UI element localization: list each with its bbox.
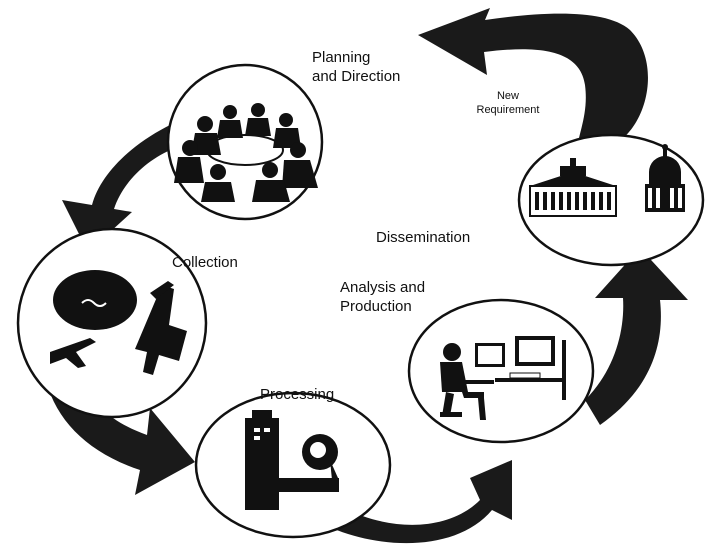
planning-label-line1: Planning xyxy=(312,49,370,66)
white-house-and-capitol-icon xyxy=(529,144,685,217)
analysis-circle xyxy=(407,298,595,444)
dissemination-label: Dissemination xyxy=(376,229,470,246)
arrow-planning-to-collection xyxy=(62,125,175,252)
analyst-workstation-icon xyxy=(440,336,566,420)
analysis-label-line2: Production xyxy=(340,298,412,315)
arrow-new-requirement xyxy=(418,8,648,142)
planning-label-line2: and Direction xyxy=(312,68,400,85)
new-requirement-label-line1: New xyxy=(497,90,519,102)
processing-circle xyxy=(194,391,392,539)
computer-and-tape-icon xyxy=(245,410,339,510)
new-requirement-label-line2: Requirement xyxy=(477,104,540,116)
collection-label: Collection xyxy=(172,254,238,271)
arrow-analysis-to-dissemination xyxy=(585,248,688,425)
analysis-label-line1: Analysis and xyxy=(340,279,425,296)
meeting-table-icon xyxy=(174,103,318,202)
satellite-and-aircraft-icon xyxy=(50,270,187,375)
processing-label: Processing xyxy=(260,386,334,403)
